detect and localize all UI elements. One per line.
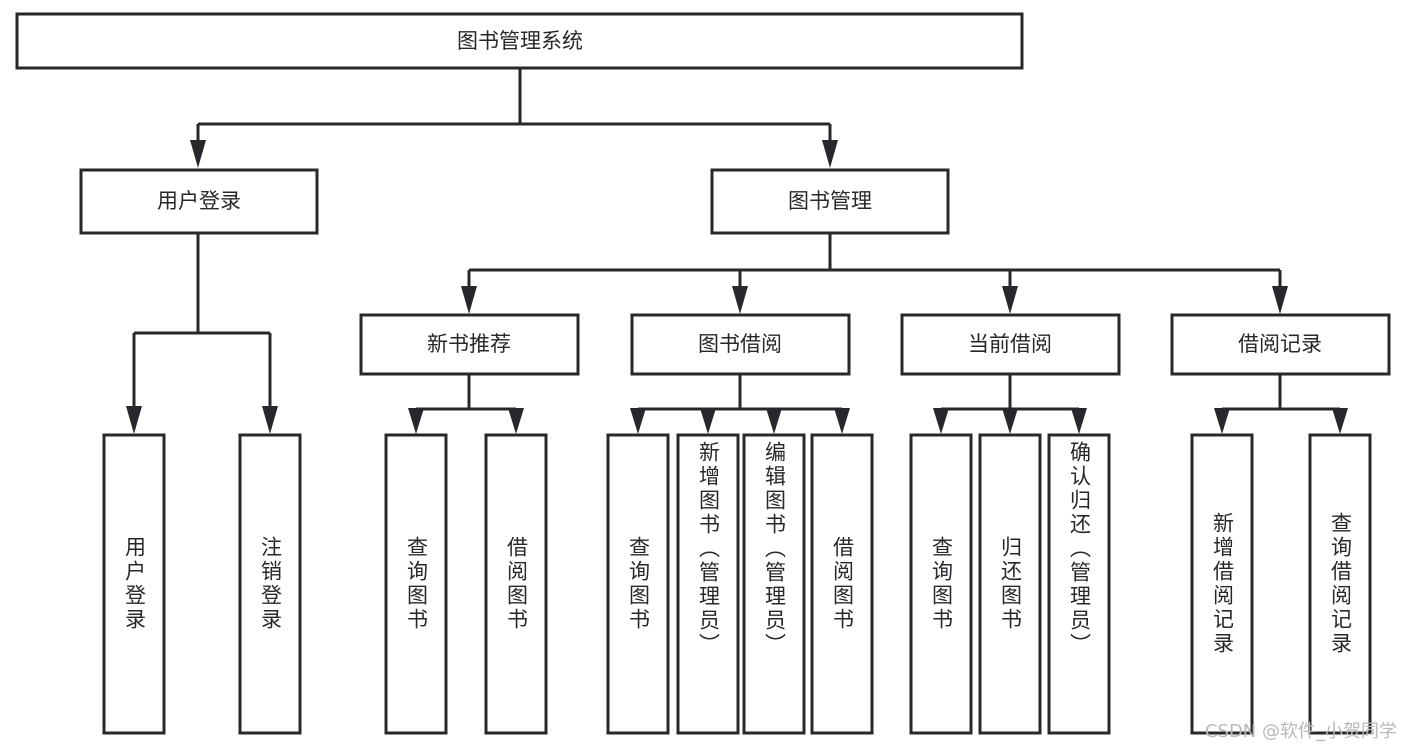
leaf-return-book-rect[interactable] [978,433,1042,735]
leaf-query-book-2-rect[interactable] [606,433,670,735]
arrow-to-leaf-add-record [1214,408,1230,434]
leaf-query-book-1-rect[interactable] [384,433,448,735]
leaf-query-book-3-rect[interactable] [909,433,973,735]
connector-group-bookborrow-children [630,374,850,434]
node-new-book-recommend-rect[interactable] [359,313,580,376]
leaf-user-login-rect[interactable] [102,433,166,735]
leaf-borrow-book-1-rect[interactable] [484,433,548,735]
arrow-to-leaf-query-book-1 [408,408,424,434]
arrow-to-borrow-record [1272,286,1288,314]
arrow-to-leaf-query-record [1332,408,1348,434]
connector-group-userlogin-children [126,233,278,434]
leaf-logout-rect[interactable] [238,433,302,735]
node-root-system-label: 图书管理系统 [457,29,583,53]
node-current-borrow-label: 当前借阅 [968,332,1052,356]
node-book-borrow-label: 图书借阅 [698,332,782,356]
arrow-to-user-login [190,140,206,168]
node-new-book-recommend-label: 新书推荐 [427,332,511,356]
arrow-to-leaf-edit-book [766,408,782,434]
arrow-to-book-manage [822,140,838,168]
leaf-add-record-rect[interactable] [1190,433,1254,735]
leaf-add-book-rect[interactable] [676,433,740,735]
connector-group-bookmanage-children [461,233,1288,314]
node-new-book-recommend[interactable]: 新书推荐 [359,313,580,376]
leaf-query-record-rect[interactable] [1308,433,1372,735]
node-book-manage-rect[interactable] [710,168,950,235]
node-book-manage-label: 图书管理 [788,189,872,213]
node-root-system[interactable]: 图书管理系统 [15,12,1024,70]
node-root-system-rect[interactable] [15,12,1024,70]
watermark: CSDN @软件_小贺同学 [1204,721,1397,742]
node-user-login-rect[interactable] [79,168,319,235]
node-current-borrow-rect[interactable] [900,313,1121,376]
leaf-confirm-return-rect[interactable] [1047,433,1111,735]
arrow-to-leaf-confirm-return [1071,408,1087,434]
arrow-to-leaf-query-book-3 [933,408,949,434]
arrow-to-leaf-borrow-book-1 [508,408,524,434]
arrow-to-current-borrow [1002,286,1018,314]
node-borrow-record[interactable]: 借阅记录 [1170,313,1391,376]
leaf-borrow-book-2-rect[interactable] [810,433,874,735]
node-current-borrow[interactable]: 当前借阅 [900,313,1121,376]
connector-group-newbook-children [408,374,524,434]
connector-group-root-to-level2 [190,68,838,168]
arrow-to-leaf-user-login [126,406,142,434]
connector-group-borrowrecord-children [1214,374,1348,434]
arrow-to-leaf-add-book [700,408,716,434]
arrow-to-leaf-logout [262,406,278,434]
connector-group-currentborrow-children [933,374,1087,434]
node-book-manage[interactable]: 图书管理 [710,168,950,235]
node-book-borrow[interactable]: 图书借阅 [630,313,851,376]
arrow-to-leaf-return-book [1002,408,1018,434]
leaf-edit-book-rect[interactable] [742,433,806,735]
node-borrow-record-rect[interactable] [1170,313,1391,376]
arrow-to-book-borrow [732,286,748,314]
node-borrow-record-label: 借阅记录 [1238,332,1322,356]
node-user-login[interactable]: 用户登录 [79,168,319,235]
node-user-login-label: 用户登录 [157,189,241,213]
arrow-to-leaf-query-book-2 [630,408,646,434]
node-book-borrow-rect[interactable] [630,313,851,376]
arrow-to-new-book-recommend [461,286,477,314]
arrow-to-leaf-borrow-book-2 [834,408,850,434]
